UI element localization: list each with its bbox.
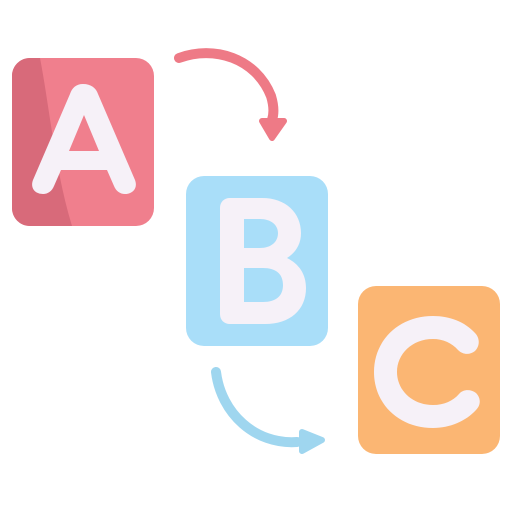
tile-c: C (358, 286, 500, 454)
arrow-a-to-b-icon (174, 48, 287, 141)
tile-a-shadow (12, 58, 72, 226)
tile-b-letter-shape (220, 198, 306, 324)
tile-a: A (12, 58, 154, 226)
arrow-a-to-b-head (259, 118, 287, 141)
tile-a-letter-shape (32, 84, 136, 194)
tile-b: B (186, 176, 328, 346)
arrow-b-to-c-head (299, 429, 325, 454)
arrow-a-to-b-line (174, 48, 279, 125)
tile-c-letter-shape (374, 316, 480, 428)
arrow-b-to-c-icon (211, 367, 325, 454)
arrow-b-to-c-line (211, 367, 302, 448)
